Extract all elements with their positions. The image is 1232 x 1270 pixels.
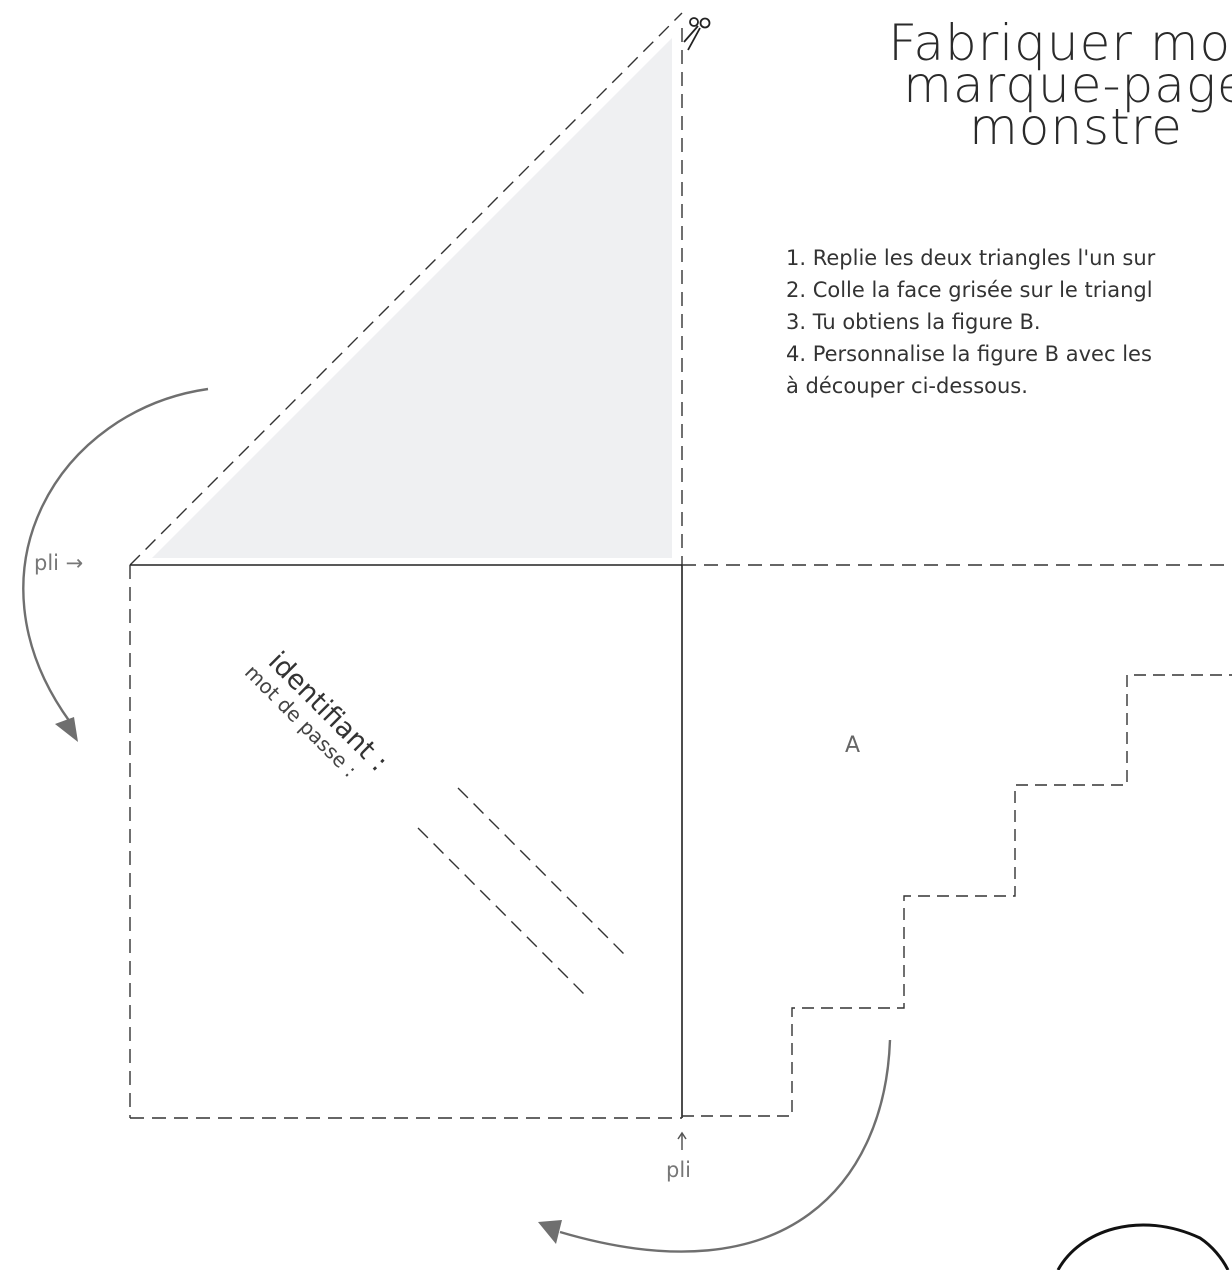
instruction-step: 1. Replie les deux triangles l'un sur bbox=[786, 246, 1156, 270]
title-line-1: Fabriquer mon bbox=[888, 14, 1232, 72]
instruction-list: 1. Replie les deux triangles l'un sur 2.… bbox=[786, 242, 1232, 402]
scissors-icon bbox=[683, 17, 711, 51]
staircase-cut-line bbox=[682, 674, 1232, 1117]
shaded-glue-triangle bbox=[152, 38, 672, 558]
fold-arrow-up-icon bbox=[677, 1131, 687, 1150]
page-title: Fabriquer mon marque-page monstre bbox=[846, 14, 1232, 156]
instruction-step: 3. Tu obtiens la figure B. bbox=[786, 310, 1041, 334]
fold-label-bottom: pli bbox=[666, 1158, 691, 1182]
instruction-step: 4. Personnalise la figure B avec les bbox=[786, 342, 1152, 366]
password-write-line bbox=[417, 827, 587, 997]
title-line-2: marque-page bbox=[903, 56, 1232, 114]
monster-head-outline bbox=[1056, 1223, 1230, 1270]
instruction-step: à découper ci-dessous. bbox=[786, 374, 1028, 398]
fold-label-left: pli → bbox=[34, 551, 84, 575]
curved-arrow-icon-left bbox=[22, 387, 209, 742]
figure-a-label: A bbox=[845, 733, 861, 758]
title-line-3: monstre bbox=[969, 98, 1183, 156]
identifier-write-line bbox=[457, 787, 625, 955]
curved-arrow-icon-bottom bbox=[538, 1039, 892, 1253]
diagonal-cut-line bbox=[129, 12, 683, 566]
instruction-step: 2. Colle la face grisée sur le triangl bbox=[786, 278, 1153, 302]
